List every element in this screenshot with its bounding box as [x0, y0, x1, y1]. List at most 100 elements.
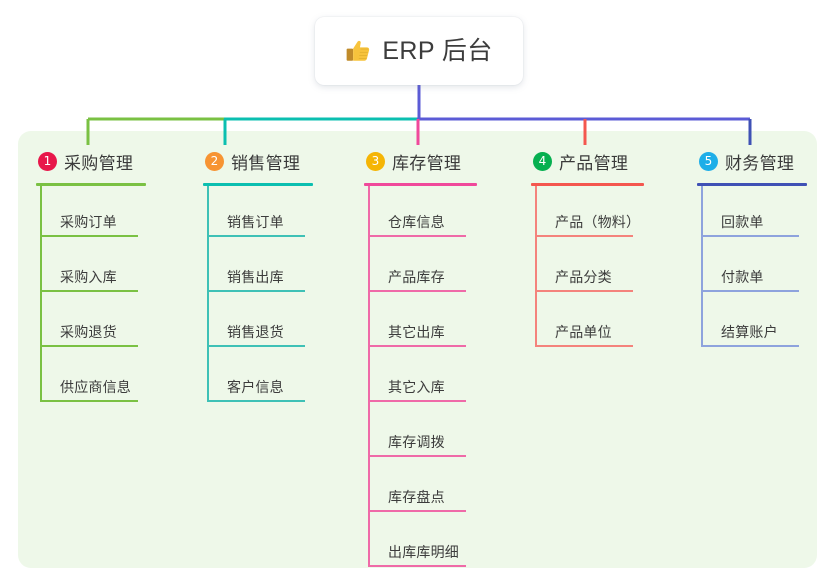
module-item[interactable]: 产品单位: [531, 296, 691, 351]
module-item-label: 回款单: [721, 214, 764, 230]
module-spine-3: [368, 186, 370, 567]
module-item-label: 供应商信息: [60, 379, 131, 395]
thumbs-up-icon: [346, 40, 370, 61]
module-item[interactable]: 采购退货: [36, 296, 186, 351]
module-badge-4: 4: [533, 151, 552, 171]
module-item[interactable]: 供应商信息: [36, 351, 186, 406]
module-item-rule: [207, 235, 305, 237]
module-rule-1: [36, 183, 146, 186]
module-item-rule: [535, 290, 633, 292]
module-item-rule: [40, 290, 138, 292]
module-item-rule: [535, 345, 633, 347]
module-item[interactable]: 采购入库: [36, 241, 186, 296]
module-item[interactable]: 出库库明细: [364, 516, 514, 571]
module-item-rule: [701, 235, 799, 237]
module-item-rule: [701, 290, 799, 292]
module-title-2: 销售管理: [231, 153, 301, 173]
module-item-rule: [207, 290, 305, 292]
module-column-4: 4 产品管理 产品（物料） 产品分类产品单位: [531, 148, 691, 351]
module-item-rule: [535, 235, 633, 237]
module-item-rule: [368, 510, 466, 512]
module-item-label: 结算账户: [721, 324, 778, 340]
module-item[interactable]: 付款单: [697, 241, 839, 296]
module-item-label: 产品分类: [555, 269, 612, 285]
module-item[interactable]: 产品分类: [531, 241, 691, 296]
module-item-rule: [207, 345, 305, 347]
module-header-1[interactable]: 1 采购管理: [36, 148, 186, 174]
module-column-3: 3 库存管理 仓库信息产品库存其它出库其它入库库存调拨库存盘点出库库明细: [364, 148, 514, 571]
module-badge-5: 5: [699, 151, 718, 171]
module-badge-3: 3: [366, 151, 385, 171]
module-item-label: 销售订单: [227, 214, 284, 230]
root-node[interactable]: ERP 后台: [315, 17, 523, 85]
module-item-rule: [368, 455, 466, 457]
module-item-label: 付款单: [721, 269, 764, 285]
module-item-label: 销售退货: [227, 324, 284, 340]
module-item-label: 库存盘点: [388, 489, 445, 505]
module-item[interactable]: 销售出库: [203, 241, 353, 296]
module-item-label: 其它出库: [388, 324, 445, 340]
module-item[interactable]: 库存调拨: [364, 406, 514, 461]
module-item-rule: [368, 235, 466, 237]
module-item-label: 采购退货: [60, 324, 117, 340]
module-item-label: 客户信息: [227, 379, 284, 395]
module-title-1: 采购管理: [64, 153, 134, 173]
module-item[interactable]: 销售退货: [203, 296, 353, 351]
module-rule-2: [203, 183, 313, 186]
module-item-rule: [207, 400, 305, 402]
module-item[interactable]: 产品库存: [364, 241, 514, 296]
module-header-2[interactable]: 2 销售管理: [203, 148, 353, 174]
module-item[interactable]: 客户信息: [203, 351, 353, 406]
module-item[interactable]: 其它出库: [364, 296, 514, 351]
module-title-3: 库存管理: [392, 153, 462, 173]
module-column-1: 1 采购管理 采购订单采购入库采购退货供应商信息: [36, 148, 186, 406]
module-spine-5: [701, 186, 703, 347]
module-rule-5: [697, 183, 807, 186]
module-item-rule: [701, 345, 799, 347]
module-header-3[interactable]: 3 库存管理: [364, 148, 514, 174]
module-badge-1: 1: [38, 151, 57, 171]
module-item[interactable]: 销售订单: [203, 186, 353, 241]
module-title-5: 财务管理: [725, 153, 795, 173]
module-item-label: 库存调拨: [388, 434, 445, 450]
module-rule-4: [531, 183, 644, 186]
module-items-5: 回款单付款单结算账户: [697, 186, 839, 351]
module-item-label: 仓库信息: [388, 214, 445, 230]
module-items-4: 产品（物料） 产品分类产品单位: [531, 186, 691, 351]
module-item[interactable]: 库存盘点: [364, 461, 514, 516]
module-item-rule: [368, 400, 466, 402]
module-item-label: 出库库明细: [388, 544, 459, 560]
module-item-rule: [40, 400, 138, 402]
module-column-2: 2 销售管理 销售订单销售出库销售退货客户信息: [203, 148, 353, 406]
module-item[interactable]: 产品（物料）: [531, 186, 691, 241]
root-title: ERP 后台: [382, 36, 493, 65]
module-item[interactable]: 其它入库: [364, 351, 514, 406]
module-items-1: 采购订单采购入库采购退货供应商信息: [36, 186, 186, 406]
module-spine-1: [40, 186, 42, 402]
module-badge-2: 2: [205, 151, 224, 171]
module-rule-3: [364, 183, 477, 186]
module-item[interactable]: 回款单: [697, 186, 839, 241]
module-title-4: 产品管理: [559, 153, 629, 173]
module-column-5: 5 财务管理 回款单付款单结算账户: [697, 148, 839, 351]
module-item-label: 产品（物料）: [555, 214, 641, 230]
module-item-label: 采购入库: [60, 269, 117, 285]
module-item-label: 采购订单: [60, 214, 117, 230]
module-item-label: 产品库存: [388, 269, 445, 285]
module-items-2: 销售订单销售出库销售退货客户信息: [203, 186, 353, 406]
module-header-5[interactable]: 5 财务管理: [697, 148, 839, 174]
module-item-rule: [368, 290, 466, 292]
root-node-content: ERP 后台: [345, 38, 492, 64]
module-item[interactable]: 仓库信息: [364, 186, 514, 241]
module-item-rule: [40, 235, 138, 237]
module-item[interactable]: 采购订单: [36, 186, 186, 241]
module-item-label: 销售出库: [227, 269, 284, 285]
module-item[interactable]: 结算账户: [697, 296, 839, 351]
module-item-rule: [368, 345, 466, 347]
modules-panel: [18, 131, 817, 568]
module-header-4[interactable]: 4 产品管理: [531, 148, 691, 174]
module-item-label: 产品单位: [555, 324, 612, 340]
module-item-label: 其它入库: [388, 379, 445, 395]
module-spine-2: [207, 186, 209, 402]
